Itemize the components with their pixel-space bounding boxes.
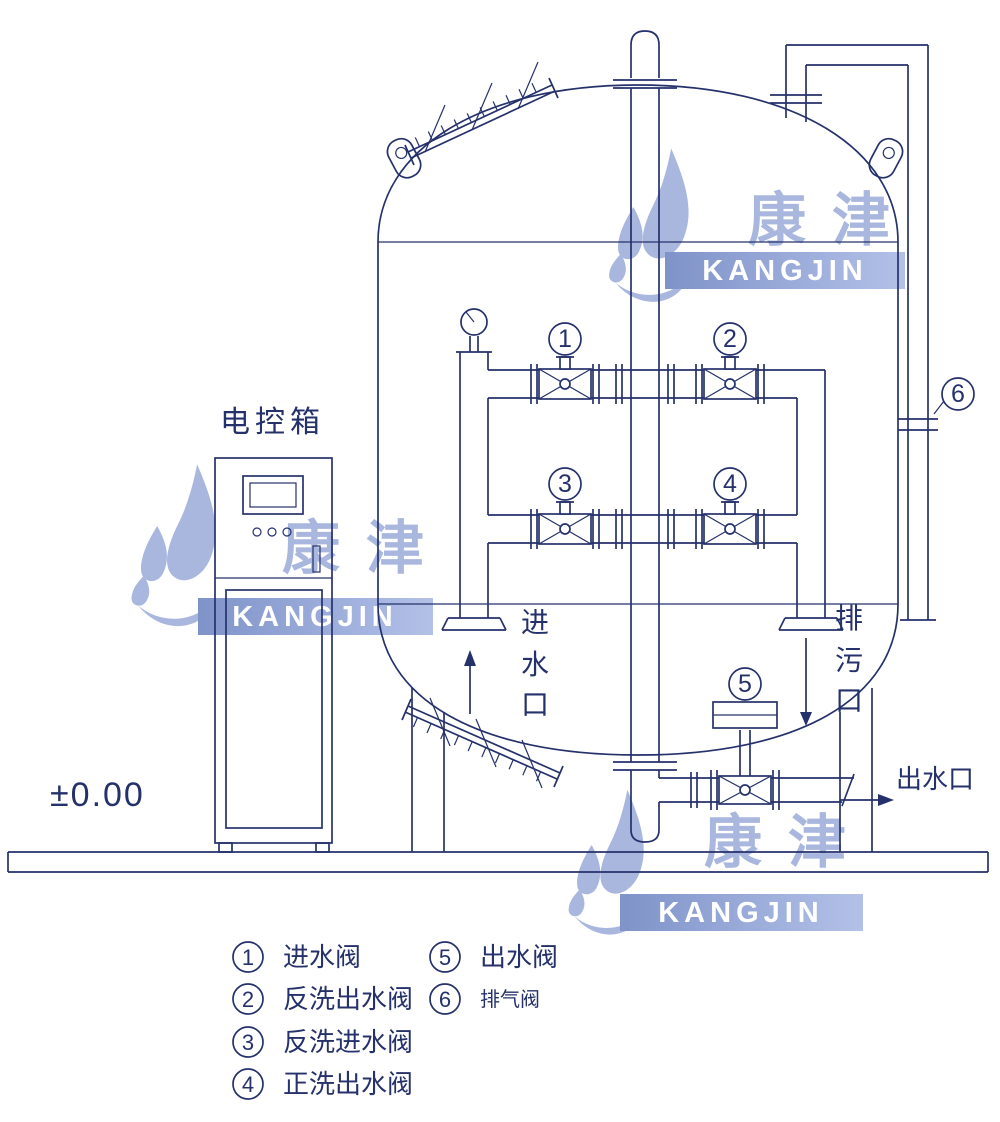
tank-leg-right [839,688,873,852]
legend-label: 正洗出水阀 [283,1069,413,1099]
legend-label: 进水阀 [283,942,361,972]
valve-5-number: 5 [738,670,752,698]
indicator-button [267,527,277,537]
control-box-label: 电控箱 [220,406,325,439]
legend-item-4: 4 正洗出水阀 [232,1068,413,1100]
indicator-button [252,527,262,537]
cabinet-handle [312,545,321,573]
watermark-en-text: KANGJIN [702,255,868,287]
manifold-foot-left [441,617,507,631]
top-nozzle-cap [630,30,660,78]
legend-item-6: 6 排气阀 [429,983,540,1015]
svg-text:进: 进 [521,607,549,638]
outlet-assembly: 5 出水口 [659,667,974,810]
center-pipe [613,30,677,843]
manifold-foot-right [778,617,844,631]
exhaust-pipe: 6 [770,44,975,621]
ground-slab [7,851,989,873]
watermark-cn-text: 康津 [282,516,450,581]
drain-flow-arrow [800,638,812,726]
svg-text:1: 1 [242,945,254,970]
valve-1-marker [548,322,582,356]
valve-4: 4 [695,467,765,549]
legend-item-3: 3 反洗进水阀 [232,1026,413,1058]
legend-item-2: 2 反洗出水阀 [232,983,413,1015]
svg-text:2: 2 [242,987,254,1012]
kangjin-watermark-bottom-center: 康津 KANGJIN [568,789,872,935]
svg-text:6: 6 [439,987,451,1012]
svg-text:污: 污 [835,645,863,676]
svg-text:口: 口 [835,685,863,716]
pressure-gauge [460,308,488,352]
outlet-port-label: 出水口 [896,764,974,794]
valve-3: 3 [530,467,600,549]
drain-port-label: 排 污 口 [835,603,863,716]
watermark-bar [665,252,905,289]
valve-3-number: 3 [558,470,572,498]
valve-3-marker [548,467,582,501]
watermark-cn-text: 康津 [704,810,872,875]
outlet-arrow [840,794,894,806]
control-cabinet [214,457,333,853]
legend-item-1: 1 进水阀 [232,941,361,973]
watermark-bar [620,894,863,931]
valve-4-number: 4 [723,470,737,498]
cabinet-screen [242,475,304,515]
valve-6-marker [941,377,975,411]
legend: 1 进水阀 2 反洗出水阀 3 反洗进水阀 4 正洗出水阀 5 出水阀 6 排气… [232,941,558,1100]
cabinet-door [225,589,323,829]
svg-text:排: 排 [835,603,863,634]
ground-level-label: ±0.00 [50,776,145,814]
indicator-button [282,527,292,537]
run-flanges [615,364,675,549]
svg-text:水: 水 [521,649,549,680]
watermark-en-text: KANGJIN [658,897,824,929]
svg-text:口: 口 [521,689,549,720]
inlet-port-label: 进 水 口 [521,607,549,720]
watermark-en-text: KANGJIN [232,601,398,633]
legend-label: 反洗出水阀 [283,984,413,1014]
inlet-flow-arrow [464,650,476,714]
valve-5-marker [728,667,762,701]
lifting-lug-right [868,137,904,179]
valve-4-marker [713,467,747,501]
valve-2-number: 2 [723,325,737,353]
bottom-pipe-cap [630,828,660,843]
cabinet-foot [315,842,330,853]
watermark-cn-text: 康津 [748,188,916,253]
gauge-needle [465,311,475,323]
valve-1-number: 1 [558,325,572,353]
kangjin-watermark-top-right: 康津 KANGJIN [609,148,916,302]
svg-text:4: 4 [242,1072,254,1097]
valve-2-marker [713,322,747,356]
annotations: 电控箱 ±0.00 进 水 口 排 污 口 [50,406,863,814]
svg-text:5: 5 [439,945,451,970]
legend-label: 出水阀 [480,942,558,972]
tank-bottom-head [377,603,899,756]
legend-label: 反洗进水阀 [283,1027,413,1057]
exhaust-valve-marker [898,418,938,431]
legend-item-5: 5 出水阀 [429,941,558,973]
legend-label: 排气阀 [480,988,540,1011]
valve-manifold [441,308,844,631]
valve-6-number: 6 [951,380,965,408]
kangjin-watermark-middle-left: 康津 KANGJIN [131,464,450,635]
upper-distributor [404,61,559,166]
lifting-lug-left [386,137,422,179]
lower-distributor [401,697,564,789]
valve-1: 1 [530,322,600,404]
cabinet-foot [218,842,233,853]
tank-leg-left [411,688,445,852]
valve-5 [710,701,780,810]
svg-text:3: 3 [242,1030,254,1055]
valve-2: 2 [695,322,765,404]
